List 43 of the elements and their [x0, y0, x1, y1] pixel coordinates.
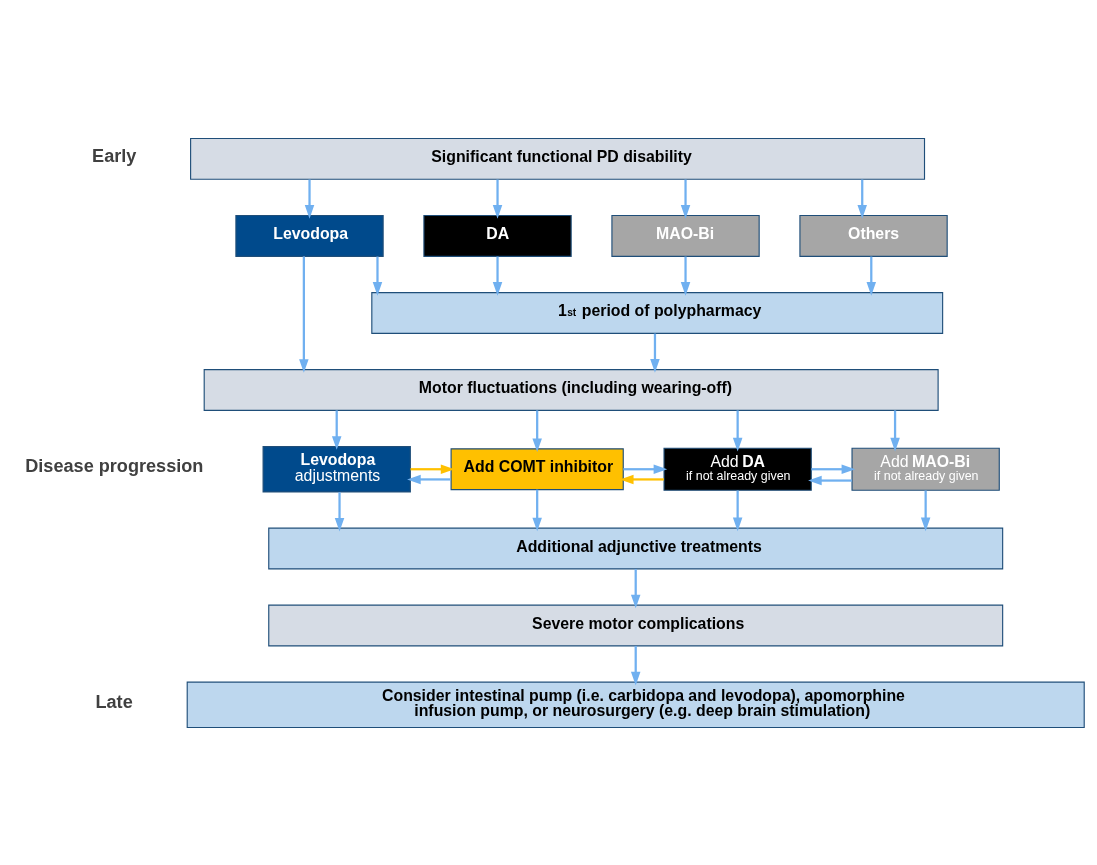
- label: Late: [95, 691, 133, 712]
- arrow: [680, 256, 691, 296]
- node-box: Others: [799, 214, 948, 257]
- arrow: [532, 489, 542, 531]
- arrow: [407, 474, 451, 484]
- node-box: DA: [423, 214, 572, 257]
- node-box: Motor fluctuations (including wearing-off): [203, 368, 939, 411]
- arrow: [299, 255, 309, 373]
- arrow: [372, 256, 383, 296]
- node-box: Levodopa adjustments: [262, 445, 411, 492]
- arrow: [630, 645, 641, 685]
- arrow: [410, 463, 455, 474]
- arrow: [920, 490, 931, 531]
- arrow: [680, 179, 691, 219]
- node-box: Add COMT inhibitor: [450, 447, 624, 490]
- node-box: Additional adjunctive treatments: [268, 527, 1004, 569]
- node-box: Add DA if not already given: [663, 447, 812, 491]
- node-box: Consider intestinal pump (i.e. carbidopa and levodopa), apomorphine infusion pump, or neurosurgery (e.g. deep brain stimulation): [186, 681, 1085, 728]
- node-box: Significant functional PD disability: [190, 137, 926, 180]
- arrow: [808, 475, 852, 485]
- node-box: Severe motor complications: [268, 604, 1004, 646]
- arrow: [732, 409, 743, 451]
- arrow: [304, 179, 315, 219]
- arrow: [532, 409, 542, 452]
- label: Early: [92, 145, 137, 166]
- arrow: [890, 409, 900, 451]
- node-box: MAO-Bi: [611, 214, 760, 257]
- arrow: [857, 179, 867, 219]
- arrow: [630, 568, 641, 608]
- node-box: Levodopa: [235, 214, 384, 257]
- arrow: [492, 256, 503, 296]
- label: Disease progression: [25, 455, 204, 476]
- arrow: [492, 179, 503, 219]
- arrow: [811, 463, 856, 474]
- arrow: [334, 491, 345, 531]
- node-box: 1st period of polypharmacy: [371, 291, 944, 334]
- arrow: [623, 463, 668, 474]
- arrow: [619, 474, 664, 484]
- node-box: Add MAO-Bi if not already given: [851, 447, 1000, 491]
- arrow: [650, 333, 660, 373]
- arrow: [331, 409, 342, 450]
- arrow: [866, 256, 877, 296]
- arrow: [732, 490, 743, 531]
